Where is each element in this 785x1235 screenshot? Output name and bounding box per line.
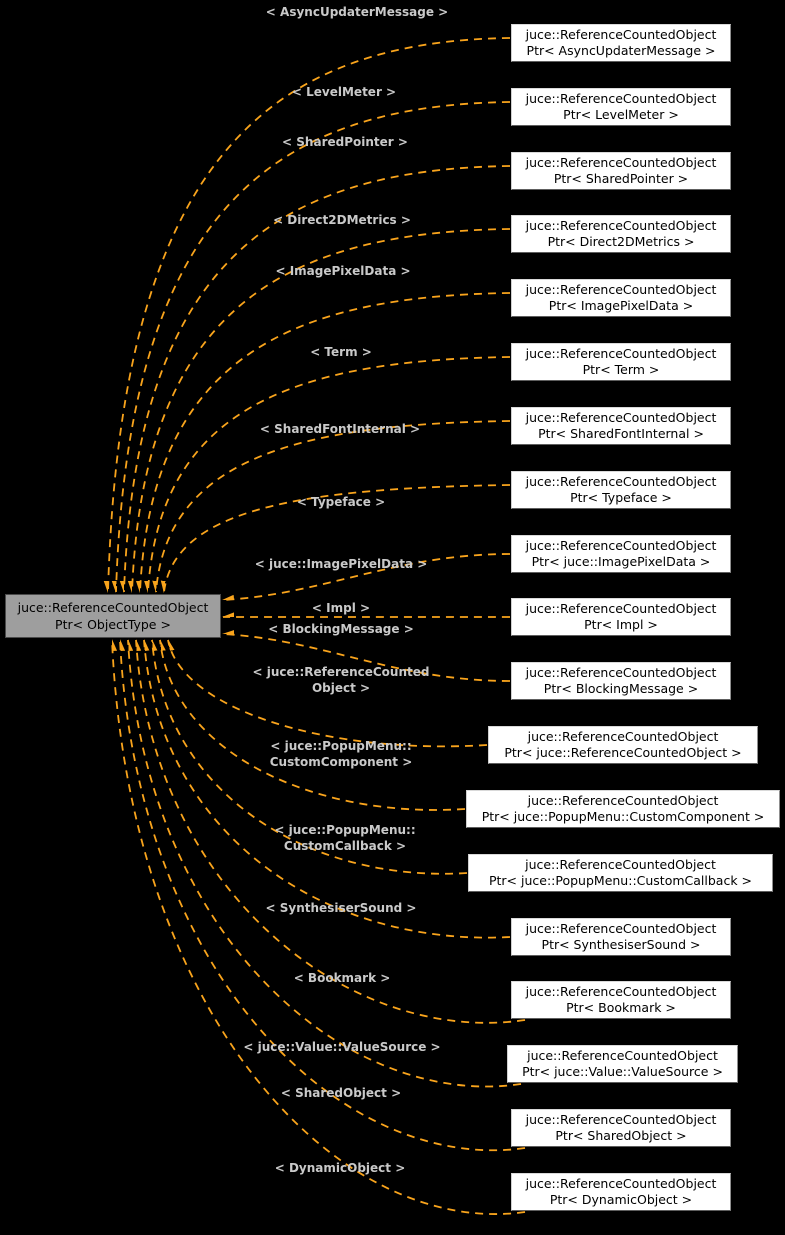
class-name-line2: Ptr< juce::PopupMenu::CustomComponent >	[481, 809, 765, 824]
class-name-line1: juce::ReferenceCountedObject	[525, 282, 717, 297]
template-instantiation-edge	[156, 420, 511, 592]
class-name-line1: juce::ReferenceCountedObject	[525, 601, 717, 616]
class-name-line1: juce::ReferenceCountedObject	[525, 218, 717, 233]
template-arg-edge-label: < Impl >	[311, 601, 371, 615]
class-name-line1: juce::ReferenceCountedObject	[525, 1112, 717, 1127]
class-name-line2: Ptr< SharedFontInternal >	[538, 426, 704, 441]
class-name-line1: juce::ReferenceCountedObject	[525, 474, 717, 489]
class-name-line2: Ptr< SharedObject >	[555, 1128, 687, 1143]
class-name-line1: juce::ReferenceCountedObject	[525, 27, 717, 42]
class-name-line1: juce::ReferenceCountedObject	[525, 155, 717, 170]
class-name-line1: juce::ReferenceCountedObject	[525, 346, 717, 361]
class-name-line2: Ptr< AsyncUpdaterMessage >	[526, 43, 716, 58]
template-arg-edge-label: < DynamicObject >	[274, 1161, 406, 1175]
template-instantiation-edge	[135, 640, 526, 1024]
template-arg-edge-label: < SynthesiserSound >	[265, 901, 417, 915]
template-instantiation-edge	[223, 634, 511, 682]
class-name-line1: juce::ReferenceCountedObject	[525, 1176, 717, 1191]
class-name-line2: Ptr< ImagePixelData >	[548, 298, 694, 313]
class-name-line2: Ptr< juce::ReferenceCountedObject >	[504, 745, 742, 760]
class-name-line2: Ptr< juce::PopupMenu::CustomCallback >	[488, 873, 753, 888]
template-instantiation-edge	[223, 553, 511, 601]
template-instantiation-edge	[143, 640, 511, 939]
template-arg-edge-label: < juce::ReferenceCounted Object >	[252, 665, 430, 695]
template-instantiation-edge	[132, 228, 511, 592]
template-arg-edge-label: < SharedFontInternal >	[259, 422, 421, 436]
template-instantiation-edge	[111, 640, 526, 1215]
class-name-line1: juce::ReferenceCountedObject	[525, 857, 716, 872]
class-name-line2: Ptr< SynthesiserSound >	[541, 937, 701, 952]
template-instantiation-edge	[151, 640, 468, 875]
template-arg-edge-label: < Bookmark >	[293, 971, 391, 985]
class-name-line2: Ptr< Impl >	[584, 617, 658, 632]
class-name-line1: juce::ReferenceCountedObject	[525, 665, 717, 680]
template-instantiation-edge	[124, 165, 511, 592]
template-instantiation-edge	[159, 640, 466, 811]
center-class-node: juce::ReferenceCountedObject Ptr< Object…	[5, 594, 221, 638]
class-name-line1: juce::ReferenceCountedObject	[525, 410, 717, 425]
template-arg-edge-label: < Direct2DMetrics >	[273, 213, 411, 227]
template-instantiation-edge	[140, 292, 511, 592]
class-name-line2: Ptr< DynamicObject >	[549, 1192, 693, 1207]
template-instantiation-edge	[164, 484, 511, 592]
class-name-line2: Ptr< juce::Value::ValueSource >	[522, 1064, 723, 1079]
class-name-line1: juce::ReferenceCountedObject	[525, 921, 717, 936]
template-instantiation-edge	[127, 640, 522, 1088]
class-name-line2: Ptr< LevelMeter >	[563, 107, 679, 122]
template-arg-edge-label: < SharedObject >	[280, 1086, 402, 1100]
template-instantiation-edge	[116, 101, 511, 592]
template-arg-edge-label: < juce::Value::ValueSource >	[243, 1040, 441, 1054]
template-arg-edge-label: < juce::PopupMenu:: CustomComponent >	[269, 739, 413, 769]
template-arg-edge-label: < juce::PopupMenu:: CustomCallback >	[274, 823, 416, 853]
class-name-line1: juce::ReferenceCountedObject	[527, 1048, 718, 1063]
template-arg-edge-label: < ImagePixelData >	[275, 264, 411, 278]
template-arg-edge-label: < SharedPointer >	[282, 135, 408, 149]
center-class-name-line2: Ptr< ObjectType >	[55, 617, 171, 632]
template-arg-edge-label: < AsyncUpdaterMessage >	[265, 5, 449, 19]
class-name-line2: Ptr< BlockingMessage >	[543, 681, 699, 696]
class-name-line1: juce::ReferenceCountedObject	[525, 984, 717, 999]
template-instantiation-edge	[108, 37, 511, 592]
class-name-line1: juce::ReferenceCountedObject	[527, 793, 719, 808]
class-name-line1: juce::ReferenceCountedObject	[525, 538, 717, 553]
template-instantiation-edge	[148, 356, 511, 592]
class-name-line2: Ptr< Bookmark >	[566, 1000, 676, 1015]
class-name-line2: Ptr< juce::ImagePixelData >	[531, 554, 711, 569]
template-instantiation-edge	[167, 640, 488, 748]
template-arg-edge-label: < Term >	[310, 345, 372, 359]
class-name-line2: Ptr< SharedPointer >	[553, 171, 689, 186]
class-name-line2: Ptr< Direct2DMetrics >	[547, 234, 695, 249]
class-name-line1: juce::ReferenceCountedObject	[525, 91, 717, 106]
template-instantiation-edge	[119, 640, 526, 1152]
template-arg-edge-label: < juce::ImagePixelData >	[254, 557, 428, 571]
template-arg-edge-label: < BlockingMessage >	[268, 622, 414, 636]
template-arg-edge-label: < LevelMeter >	[291, 85, 397, 99]
class-name-line2: Ptr< Typeface >	[570, 490, 672, 505]
class-name-line2: Ptr< Term >	[582, 362, 660, 377]
center-class-name-line1: juce::ReferenceCountedObject	[17, 600, 209, 615]
class-name-line1: juce::ReferenceCountedObject	[527, 729, 719, 744]
template-arg-edge-label: < Typeface >	[296, 495, 386, 509]
